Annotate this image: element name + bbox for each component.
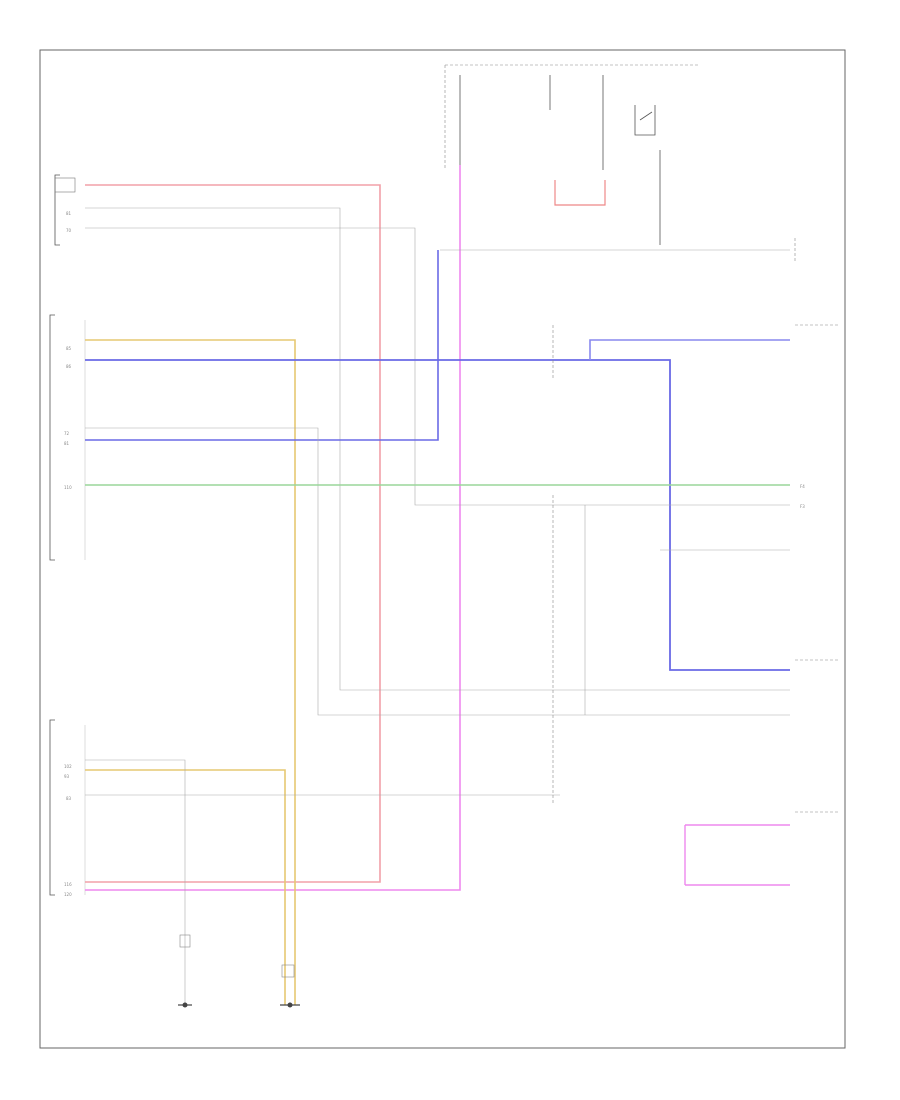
right-component-3: F4 F3 bbox=[800, 484, 805, 509]
svg-text:102: 102 bbox=[64, 764, 72, 769]
svg-text:F3: F3 bbox=[800, 504, 805, 509]
svg-text:86: 86 bbox=[66, 364, 72, 369]
wire-gray-2 bbox=[85, 227, 560, 506]
wire-gray-10 bbox=[85, 759, 186, 1005]
wire-yellow-2 bbox=[85, 769, 286, 1005]
svg-text:81: 81 bbox=[64, 441, 70, 446]
diagram-frame bbox=[39, 49, 846, 1049]
left-connector-2: 85 86 72 81 110 bbox=[49, 314, 72, 561]
svg-text:83: 83 bbox=[66, 796, 72, 801]
svg-text:F4: F4 bbox=[800, 484, 805, 489]
svg-text:93: 93 bbox=[64, 774, 70, 779]
svg-text:70: 70 bbox=[66, 228, 72, 233]
svg-text:72: 72 bbox=[64, 431, 70, 436]
wire-gray-4 bbox=[85, 427, 790, 716]
svg-text:85: 85 bbox=[66, 346, 72, 351]
svg-text:120: 120 bbox=[64, 892, 72, 897]
svg-text:81: 81 bbox=[66, 211, 72, 216]
left-connector-3: 102 93 83 116 120 bbox=[49, 719, 72, 897]
wire-blue-1 bbox=[85, 359, 790, 671]
ground-1 bbox=[178, 934, 192, 1008]
fuse-box-area bbox=[444, 64, 700, 245]
fuse-loop-red bbox=[554, 180, 606, 206]
svg-text:110: 110 bbox=[64, 485, 72, 490]
wire-pink-main bbox=[85, 165, 461, 891]
wire-yellow-1 bbox=[85, 339, 296, 1005]
wire-red bbox=[85, 184, 381, 883]
wire-gray-1 bbox=[85, 207, 560, 691]
wire-blue-3 bbox=[85, 250, 439, 441]
wire-pink-right bbox=[684, 824, 790, 886]
svg-text:116: 116 bbox=[64, 882, 72, 887]
left-connector-1: 81 70 bbox=[54, 174, 76, 246]
ground-2 bbox=[280, 964, 300, 1008]
wire-blue-2 bbox=[589, 339, 790, 360]
